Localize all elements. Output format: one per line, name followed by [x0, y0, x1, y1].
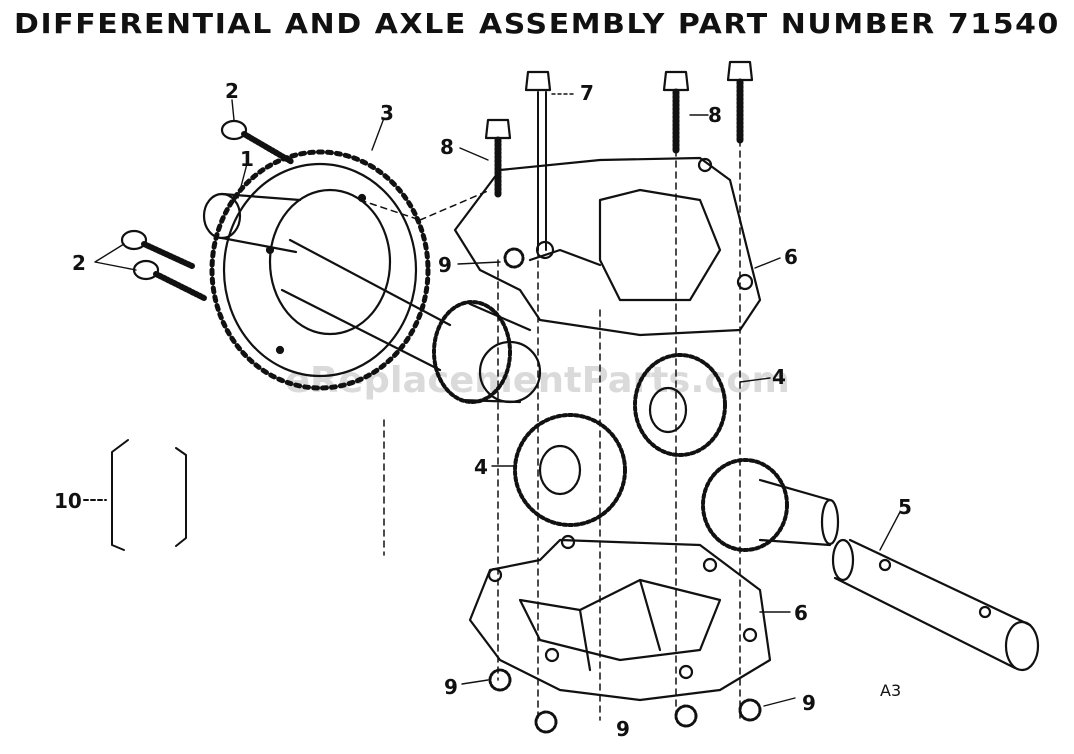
part-2-bolt-left-a	[120, 229, 195, 269]
callout-2-left: 2	[72, 251, 86, 275]
part-10-shim-outline	[83, 439, 187, 551]
callout-8-left: 8	[440, 135, 454, 159]
part-6-upper-housing	[453, 156, 762, 337]
callout-9-bottom: 9	[616, 717, 630, 741]
callout-9-lower-left: 9	[444, 675, 458, 699]
part-7-long-bolt	[524, 70, 552, 251]
part-3-ring-gear	[209, 149, 431, 391]
callout-4-right: 4	[772, 365, 786, 389]
callout-4-left: 4	[474, 455, 488, 479]
callout-8-right: 8	[708, 103, 722, 127]
part-4-pinion-gear-right	[633, 353, 727, 457]
part-9-nuts	[488, 247, 762, 734]
callout-2-top: 2	[225, 79, 239, 103]
axle-shaft-right-gear	[701, 458, 840, 552]
diagram-title: DIFFERENTIAL AND AXLE ASSEMBLY PART NUMB…	[14, 7, 1060, 40]
part-4-pinion-gear-left	[513, 413, 627, 527]
part-8-bolt-right	[726, 60, 754, 144]
part-1-hub-sleeve	[202, 192, 302, 254]
part-8-bolt-mid	[662, 70, 690, 154]
callout-5: 5	[898, 495, 912, 519]
callout-7: 7	[580, 81, 594, 105]
callout-3: 3	[380, 101, 394, 125]
part-5-axle-tube	[831, 538, 1040, 672]
figure-code: A3	[880, 681, 901, 700]
callout-leader-lines	[94, 93, 901, 707]
callout-9-upper: 9	[438, 253, 452, 277]
callout-9-lower-right: 9	[802, 691, 816, 715]
part-6-lower-housing	[468, 534, 772, 702]
part-2-bolt-top	[220, 119, 295, 165]
callout-1: 1	[240, 147, 254, 171]
callout-6-lower: 6	[794, 601, 808, 625]
assembly-guide-lines	[359, 139, 741, 721]
axle-shaft-left	[280, 238, 542, 404]
part-8-bolt-left	[484, 118, 512, 200]
callout-10: 10	[54, 489, 82, 513]
callout-6-upper: 6	[784, 245, 798, 269]
